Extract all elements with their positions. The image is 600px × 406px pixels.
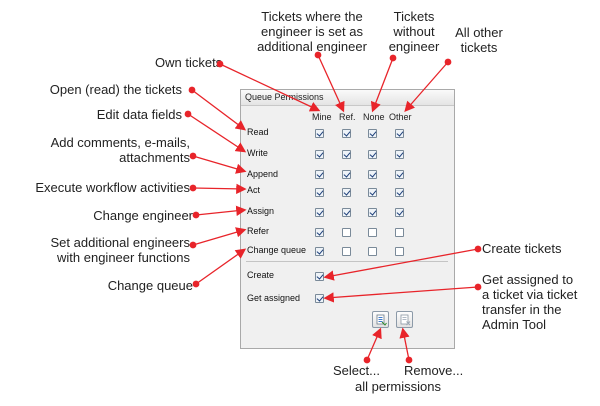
checkbox-read-ref[interactable] <box>342 129 351 138</box>
arrow-write <box>184 110 247 153</box>
callout-refer: Set additional engineers with engineer f… <box>50 235 191 265</box>
remove-all-icon <box>400 314 411 326</box>
select-all-button[interactable] <box>372 311 389 328</box>
arrow-append <box>189 152 247 174</box>
row-label-read: Read <box>247 127 269 137</box>
callout-change-queue: Change queue <box>107 278 193 293</box>
checkbox-append-other[interactable] <box>395 170 404 179</box>
callout-append: Add comments, e-mails, attachments <box>50 135 190 165</box>
checkbox-refer-ref[interactable] <box>342 228 351 237</box>
column-header-ref: Ref. <box>339 112 356 122</box>
callout-additional-engineer: Tickets where the engineer is set as add… <box>257 9 367 54</box>
checkbox-write-mine[interactable] <box>315 150 324 159</box>
checkbox-refer-mine[interactable] <box>315 228 324 237</box>
arrow-ref <box>314 51 345 113</box>
checkbox-assign-none[interactable] <box>368 208 377 217</box>
checkbox-assign-other[interactable] <box>395 208 404 217</box>
callout-assign: Change engineer <box>93 208 193 223</box>
checkbox-append-mine[interactable] <box>315 170 324 179</box>
arrow-remove <box>399 327 413 364</box>
select-all-icon <box>376 314 387 326</box>
checkbox-act-none[interactable] <box>368 188 377 197</box>
checkbox-act-mine[interactable] <box>315 188 324 197</box>
row-label-change-queue: Change queue <box>247 245 307 255</box>
checkbox-assign-ref[interactable] <box>342 208 351 217</box>
arrow-refer <box>189 227 247 249</box>
checkbox-act-ref[interactable] <box>342 188 351 197</box>
callout-create: Create tickets <box>482 241 562 256</box>
arrow-assign <box>192 205 247 219</box>
checkbox-refer-none[interactable] <box>368 228 377 237</box>
arrow-change-queue <box>192 248 247 288</box>
row-label-get-assigned: Get assigned <box>247 293 301 303</box>
arrow-get-assigned <box>323 283 482 303</box>
checkbox-append-none[interactable] <box>368 170 377 179</box>
callout-act: Execute workflow activities <box>35 180 190 195</box>
checkbox-refer-other[interactable] <box>395 228 404 237</box>
arrow-select <box>363 327 382 364</box>
checkbox-append-ref[interactable] <box>342 170 351 179</box>
checkbox-read-none[interactable] <box>368 129 377 138</box>
row-label-write: Write <box>247 148 268 158</box>
callout-get-assigned: Get assigned to a ticket via ticket tran… <box>482 272 578 332</box>
row-label-create: Create <box>247 270 275 280</box>
row-label-assign: Assign <box>247 206 275 216</box>
row-label-act: Act <box>247 185 261 195</box>
callout-without-engineer: Tickets without engineer <box>388 9 440 54</box>
arrow-read <box>188 86 247 131</box>
callout-own-tickets: Own tickets <box>155 55 223 70</box>
callout-write: Edit data fields <box>96 107 182 122</box>
remove-all-button[interactable] <box>396 311 413 328</box>
arrow-other <box>404 58 452 112</box>
arrow-own <box>216 60 321 112</box>
row-label-append: Append <box>247 169 279 179</box>
callout-remove: Remove... <box>404 363 464 378</box>
callout-all-other: All other tickets <box>455 25 503 55</box>
callout-all-permissions: all permissions <box>355 379 441 394</box>
checkbox-act-other[interactable] <box>395 188 404 197</box>
checkbox-read-mine[interactable] <box>315 129 324 138</box>
checkbox-read-other[interactable] <box>395 129 404 138</box>
checkbox-write-other[interactable] <box>395 150 404 159</box>
column-header-none: None <box>363 112 385 122</box>
row-label-refer: Refer <box>247 226 270 236</box>
arrow-none <box>370 54 397 113</box>
checkbox-write-ref[interactable] <box>342 150 351 159</box>
arrow-act <box>189 183 247 195</box>
column-header-other: Other <box>389 112 412 122</box>
callout-select: Select... <box>333 363 380 378</box>
column-header-mine: Mine <box>312 112 332 122</box>
callout-read: Open (read) the tickets <box>49 82 182 97</box>
checkbox-write-none[interactable] <box>368 150 377 159</box>
checkbox-assign-mine[interactable] <box>315 208 324 217</box>
arrow-create <box>323 245 482 281</box>
